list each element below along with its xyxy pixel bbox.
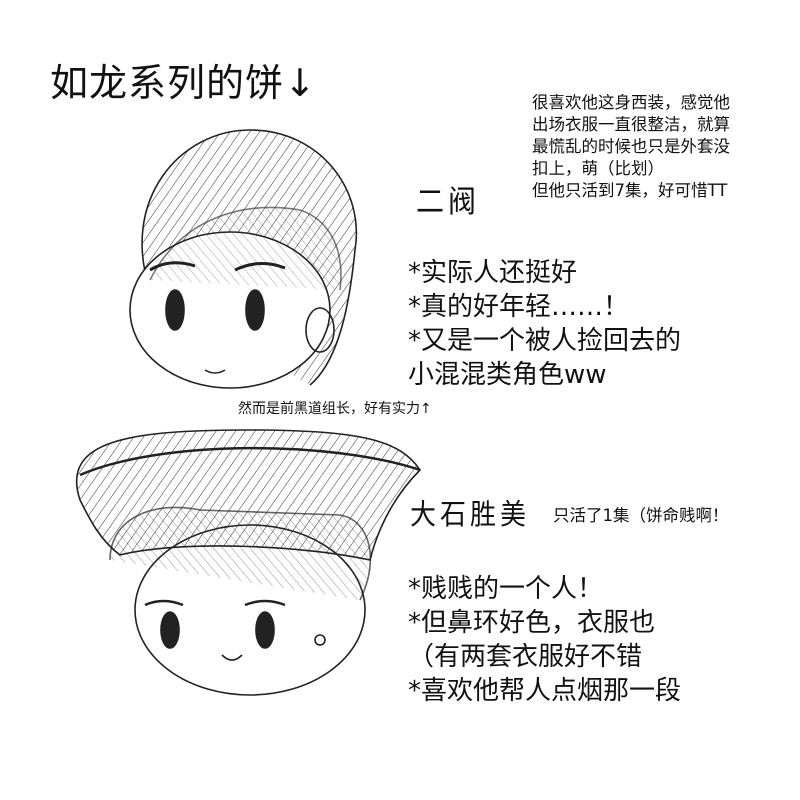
chibi-head-2 bbox=[75, 429, 422, 696]
character1-note: 很喜欢他这身西装，感觉他 出场衣服一直很整洁，就算 最慌乱的时候也只是外套没 扣… bbox=[532, 92, 730, 202]
character1-caption: 然而是前黑道组长，好有实力↑ bbox=[238, 401, 432, 417]
note-line: 扣上，萌（比划） bbox=[532, 159, 664, 178]
character1-name: 二阀 bbox=[416, 183, 481, 220]
point-line: *实际人还挺好 bbox=[408, 258, 578, 288]
chibi-head-1 bbox=[129, 129, 358, 389]
point-line: *真的好年轻……！ bbox=[408, 292, 630, 322]
point-line: *但鼻环好色，衣服也 bbox=[408, 608, 656, 638]
note-line: 很喜欢他这身西装，感觉他 bbox=[532, 93, 730, 112]
point-line: *喜欢他帮人点烟那一段 bbox=[408, 676, 682, 706]
point-line: 小混混类角色ww bbox=[408, 360, 607, 390]
point-line: *贱贱的一个人！ bbox=[408, 574, 604, 604]
character2-note: 只活了1集（饼命贱啊！ bbox=[553, 506, 729, 525]
character1-points: *实际人还挺好 *真的好年轻……！ *又是一个被人捡回去的 小混混类角色ww bbox=[408, 256, 681, 392]
note-line: 但他只活到7集，好可惜TT bbox=[532, 181, 728, 200]
note-line: 最慌乱的时候也只是外套没 bbox=[532, 137, 730, 156]
page-title: 如龙系列的饼↓ bbox=[50, 61, 317, 105]
point-line: *又是一个被人捡回去的 bbox=[408, 326, 682, 356]
character2-name: 大石胜美 bbox=[410, 498, 531, 532]
note-line: 出场衣服一直很整洁，就算 bbox=[532, 115, 730, 134]
point-line: （有两套衣服好不错 bbox=[408, 642, 643, 672]
character2-points: *贱贱的一个人！ *但鼻环好色，衣服也 （有两套衣服好不错 *喜欢他帮人点烟那一… bbox=[408, 572, 681, 708]
